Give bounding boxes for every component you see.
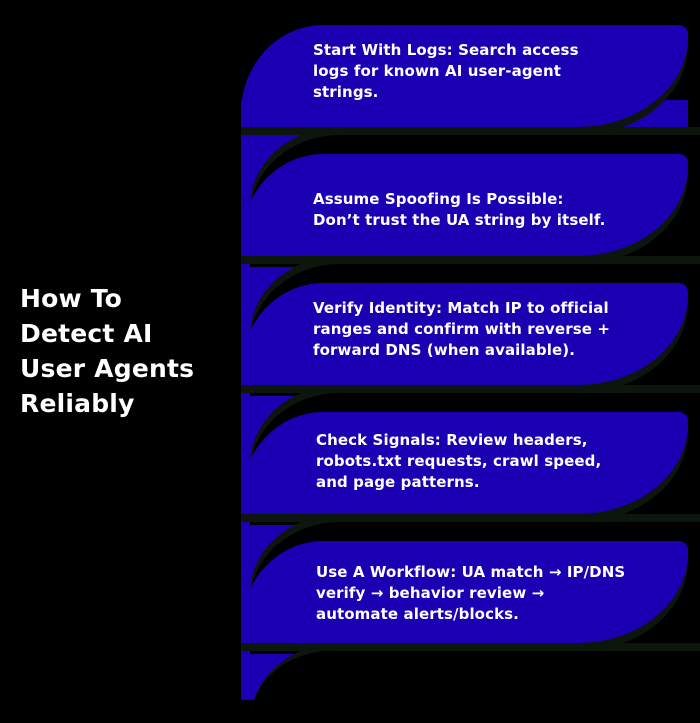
step-text: Start With Logs: Search access logs for … (313, 40, 579, 103)
step-card-verify-identity: Verify Identity: Match IP to official ra… (241, 283, 688, 385)
step-line: ranges and confirm with reverse + (313, 320, 610, 338)
step-card-check-signals: Check Signals: Review headers, robots.tx… (241, 412, 688, 514)
title-line: How To (20, 284, 123, 313)
step-line: Verify Identity: Match IP to official (313, 299, 609, 317)
step-card-workflow: Use A Workflow: UA match → IP/DNS verify… (241, 541, 688, 643)
step-card-spoofing: Assume Spoofing Is Possible: Don’t trust… (241, 154, 688, 256)
step-line: strings. (313, 83, 379, 101)
step-line: and page patterns. (316, 473, 480, 491)
step-text: Verify Identity: Match IP to official ra… (313, 298, 610, 361)
infographic-title: How To Detect AI User Agents Reliably (20, 281, 194, 421)
step-text: Use A Workflow: UA match → IP/DNS verify… (316, 562, 625, 625)
step-line: robots.txt requests, crawl speed, (316, 452, 602, 470)
step-divider (250, 643, 700, 723)
step-text: Assume Spoofing Is Possible: Don’t trust… (313, 189, 605, 231)
step-line: Assume Spoofing Is Possible: (313, 190, 564, 208)
title-line: Reliably (20, 389, 135, 418)
step-card-logs: Start With Logs: Search access logs for … (241, 25, 688, 127)
step-line: logs for known AI user-agent (313, 62, 561, 80)
step-line: forward DNS (when available). (313, 341, 575, 359)
step-text: Check Signals: Review headers, robots.tx… (316, 430, 601, 493)
title-line: User Agents (20, 354, 195, 383)
title-line: Detect AI (20, 319, 153, 348)
step-line: Check Signals: Review headers, (316, 431, 588, 449)
step-line: Start With Logs: Search access (313, 41, 579, 59)
step-line: Don’t trust the UA string by itself. (313, 211, 606, 229)
step-line: automate alerts/blocks. (316, 605, 519, 623)
step-line: Use A Workflow: UA match → IP/DNS (316, 563, 626, 581)
step-line: verify → behavior review → (316, 584, 545, 602)
